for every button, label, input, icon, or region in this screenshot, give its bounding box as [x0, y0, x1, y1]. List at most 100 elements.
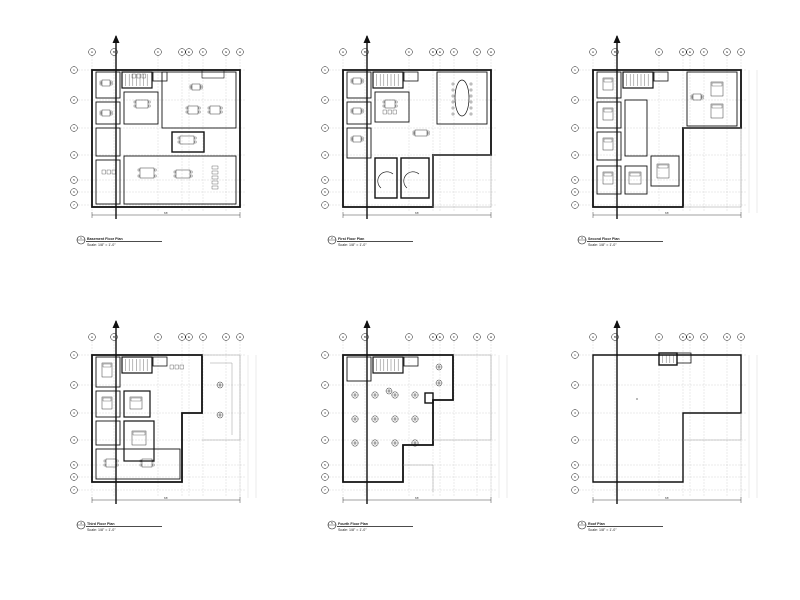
stair-core	[372, 71, 419, 89]
elevator-shaft	[152, 356, 168, 367]
grid-bubble-H: H	[487, 48, 495, 56]
grid-bubble-circle	[321, 473, 329, 481]
north-arrow-head	[112, 35, 120, 43]
plan-walls	[91, 69, 241, 208]
north-arrow	[112, 35, 120, 219]
north-arrow-head	[363, 35, 371, 43]
grid-bubble-4: 4	[321, 151, 329, 159]
plant-leaf	[393, 392, 396, 396]
bed-frame	[131, 430, 147, 446]
chair	[154, 174, 157, 178]
terrace-outline	[683, 127, 742, 208]
grid-bubble-circle	[222, 333, 230, 341]
furniture-bed	[131, 430, 147, 446]
bed-pillow	[603, 138, 613, 143]
planter	[411, 415, 419, 423]
grid-bubble-label: A	[342, 50, 344, 54]
grid-bubble-circle	[185, 333, 193, 341]
grid-bubble-circle	[199, 48, 207, 56]
chair	[350, 110, 353, 114]
dimension-string: 66'	[342, 496, 492, 503]
plant-leaf	[374, 440, 377, 444]
plant-leaf	[353, 392, 356, 396]
table-top	[209, 105, 221, 115]
grid-bubble-circle	[487, 333, 495, 341]
grid-bubble-circle	[70, 124, 78, 132]
dimension-label: 66'	[164, 211, 168, 215]
chair	[395, 100, 398, 104]
grid-bubble-label: C	[658, 335, 661, 339]
grid-bubble-C: C	[655, 333, 663, 341]
grid-bubble-label: G	[225, 50, 228, 54]
grid-bubble-E: E	[185, 333, 193, 341]
plant-leaf	[393, 418, 396, 422]
grid-bubble-F: F	[199, 48, 207, 56]
grid-bubble-label: H	[239, 335, 241, 339]
grid-bubble-circle	[321, 151, 329, 159]
plant-leaf	[413, 394, 416, 398]
stair-core	[121, 71, 168, 89]
table-top	[352, 77, 362, 85]
chair	[451, 94, 455, 98]
grid-bubble-circle	[571, 409, 579, 417]
grid-bubble-D: D	[178, 333, 186, 341]
room-conference	[171, 131, 205, 153]
plant-outline	[371, 415, 379, 423]
bed-pillow	[102, 363, 112, 368]
exterior-wall	[342, 354, 454, 483]
grid-bubble-1: 1	[321, 351, 329, 359]
grid-bubble-4: 4	[70, 436, 78, 444]
grid-bubble-1: 1	[70, 66, 78, 74]
chair	[148, 104, 151, 108]
grid-bubble-circle	[571, 436, 579, 444]
plan-walls	[592, 352, 742, 483]
bed-frame	[710, 103, 724, 119]
grid-bubble-E: E	[686, 333, 694, 341]
furniture-table	[382, 99, 398, 109]
grid-bubble-label: 3	[73, 411, 75, 415]
table-top	[352, 107, 362, 115]
chair	[148, 100, 151, 104]
room-suite	[596, 131, 622, 161]
table-top	[414, 129, 428, 137]
grid-bubble-label: C	[157, 50, 160, 54]
grid-bubble-circle	[154, 48, 162, 56]
grid-bubble-circle	[450, 333, 458, 341]
grid-bubble-circle	[321, 124, 329, 132]
grid-bubble-label: 4	[73, 438, 75, 442]
grid-bubble-1: 1	[571, 351, 579, 359]
table-top	[135, 99, 149, 109]
stair-core	[372, 356, 419, 374]
chair	[427, 132, 430, 136]
grid-bubble-circle	[185, 48, 193, 56]
grid-bubble-circle	[70, 176, 78, 184]
chair	[110, 112, 113, 116]
plant-leaf	[374, 416, 377, 420]
grid-bubble-label: C	[408, 50, 411, 54]
grid-bubble-label: 5	[73, 463, 75, 467]
planter	[391, 415, 399, 423]
furniture-table	[133, 99, 151, 109]
boardroom-table	[454, 79, 470, 117]
plant-leaf	[373, 416, 376, 420]
toilet-fixtures	[131, 73, 146, 79]
stair-core	[121, 356, 168, 374]
grid-bubble-F: F	[450, 333, 458, 341]
bed-frame	[602, 137, 614, 151]
grid-bubble-label: 7	[324, 488, 326, 492]
dimension-string: 66'	[91, 211, 241, 218]
dimension-label: 66'	[164, 496, 168, 500]
grid-bubble-circle	[70, 473, 78, 481]
plant-leaf	[353, 440, 356, 444]
furniture-table	[185, 105, 201, 115]
roof-edge	[683, 413, 742, 441]
grid-bubble-circle	[405, 333, 413, 341]
grid-bubble-H: H	[737, 48, 745, 56]
grid-bubble-circle	[723, 48, 731, 56]
chair	[469, 106, 473, 110]
grid-bubble-G: G	[222, 333, 230, 341]
chair	[198, 110, 201, 114]
table-top	[175, 169, 191, 179]
planter	[385, 387, 393, 395]
